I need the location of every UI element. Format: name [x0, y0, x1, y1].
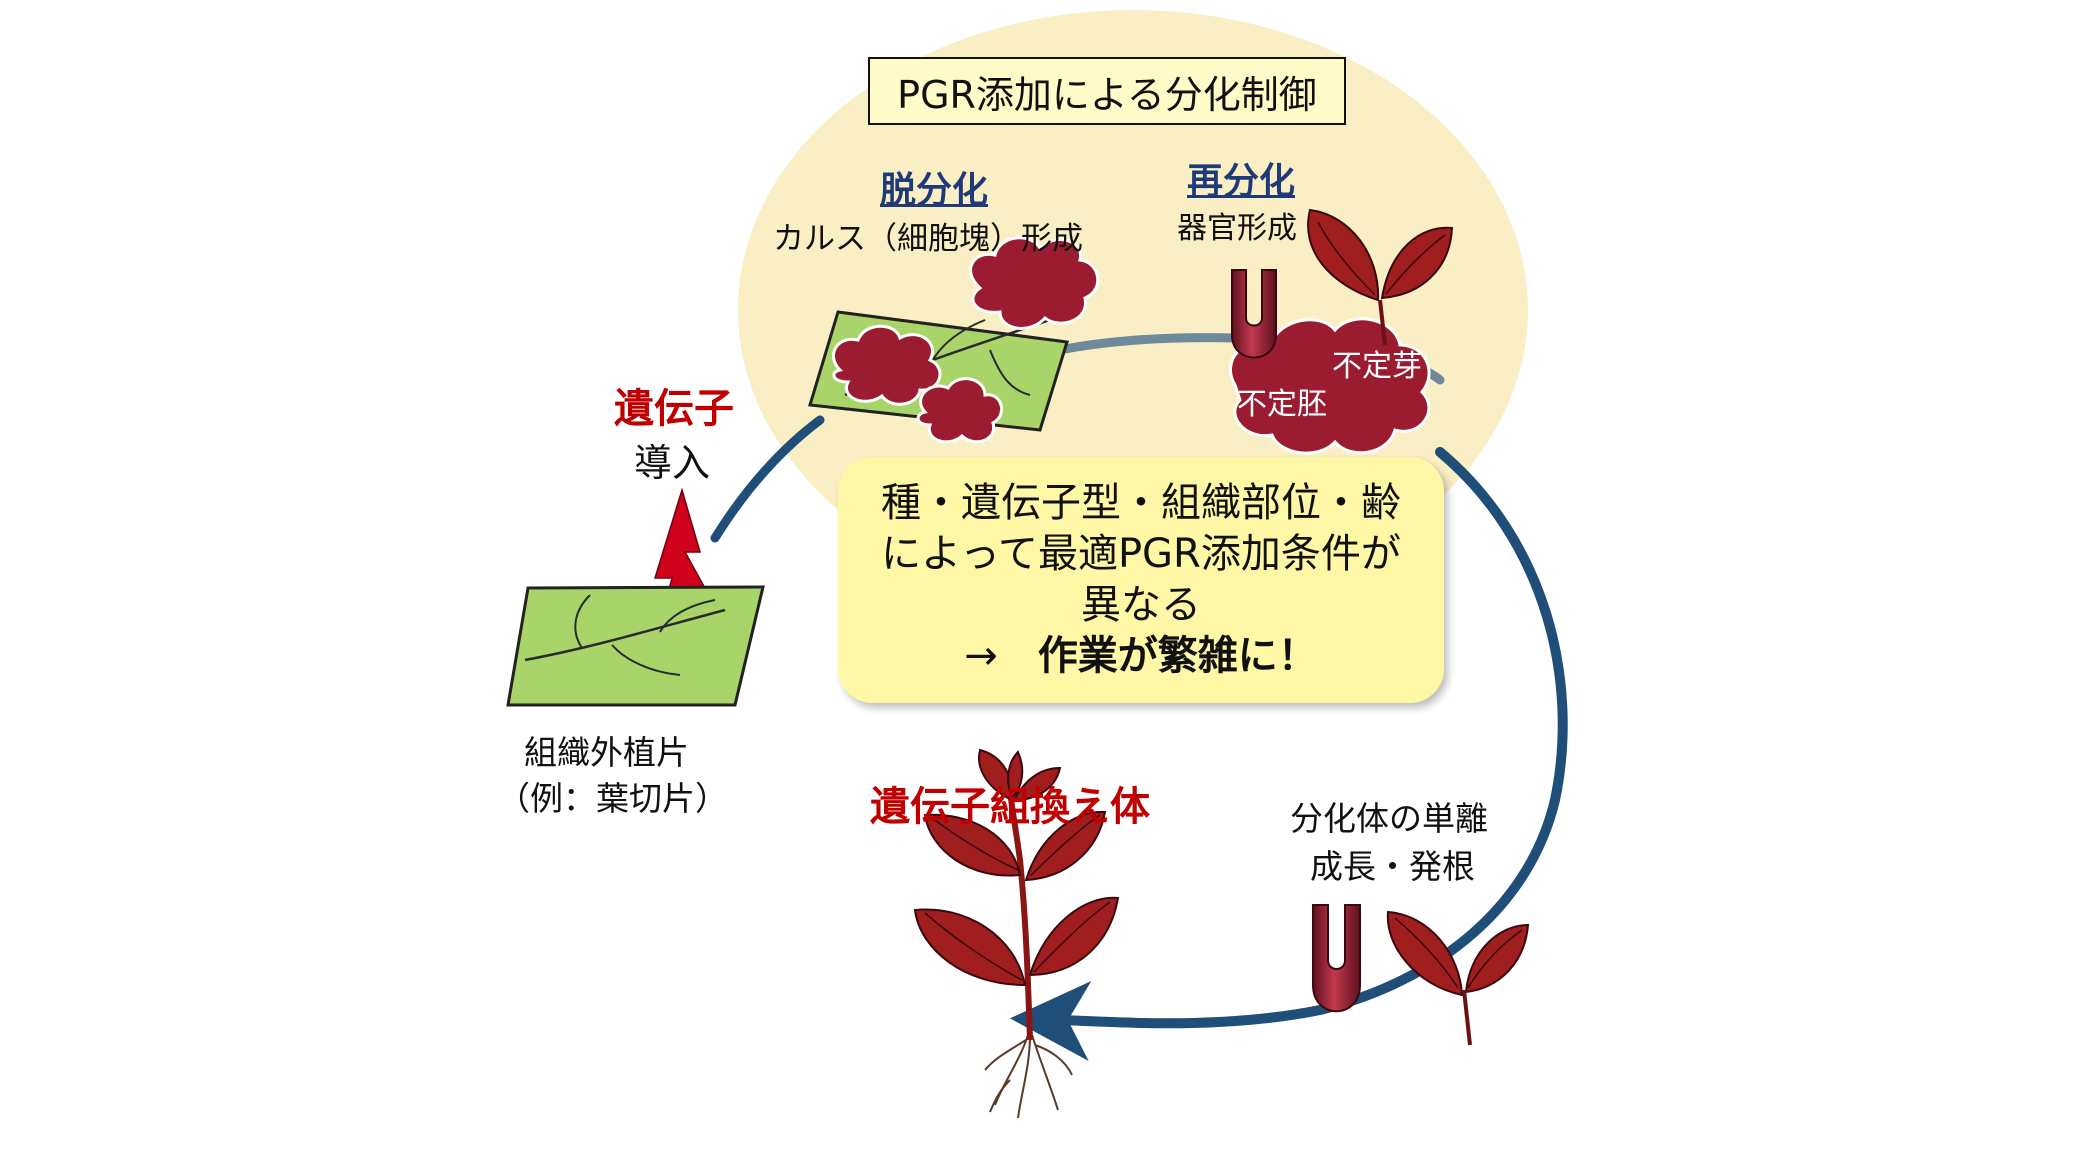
- note-box: 種・遺伝子型・組織部位・齢 によって最適PGR添加条件が 異なる → 作業が繁雑に…: [838, 457, 1444, 703]
- explant-example-label: （例：葉切片）: [497, 779, 728, 818]
- isolated-embryo-shape: [1312, 904, 1361, 1013]
- gene-label: 遺伝子: [614, 386, 734, 432]
- note-line-1: 種・遺伝子型・組織部位・齢: [881, 479, 1401, 526]
- growth-rooting-label: 成長・発根: [1310, 847, 1475, 886]
- callus-formation-caption: カルス（細胞塊）形成: [773, 221, 1083, 257]
- adventitious-embryo-shape: [1231, 269, 1277, 359]
- note-conclusion: 作業が繁雑に！: [1037, 633, 1318, 680]
- pgr-title: PGR添加による分化制御: [897, 72, 1317, 117]
- isolation-label: 分化体の単離: [1290, 799, 1488, 838]
- organ-callus-mound: [1228, 317, 1431, 455]
- transgenic-label: 遺伝子組換え体: [870, 784, 1150, 830]
- note-arrow: →: [964, 633, 998, 680]
- cycle-arrow-left: [710, 415, 825, 543]
- organogenesis-caption: 器官形成: [1177, 211, 1297, 246]
- introduction-label: 導入: [634, 441, 711, 485]
- adventitious-embryo-label: 不定胚: [1237, 387, 1327, 422]
- adventitious-bud-leaves: [1307, 208, 1454, 346]
- note-line-4: → 作業が繁雑に！: [964, 631, 1318, 682]
- redifferentiation-heading: 再分化: [1187, 161, 1296, 202]
- cycle-arrow-right: [1010, 447, 1568, 1061]
- transgenic-plant: [913, 748, 1120, 1119]
- explant-leaf: [506, 585, 765, 707]
- callus-clumps: [832, 236, 1100, 444]
- note-line-3: 異なる: [1081, 582, 1201, 628]
- dedifferentiation-heading: 脱分化: [880, 170, 989, 211]
- note-line-2: によって最適PGR添加条件が: [881, 530, 1401, 577]
- explant-label: 組織外植片: [524, 733, 689, 772]
- pgr-title-box: PGR添加による分化制御: [868, 57, 1346, 125]
- adventitious-bud-label: 不定芽: [1332, 349, 1422, 384]
- isolated-shoot-leaves: [1386, 910, 1530, 1046]
